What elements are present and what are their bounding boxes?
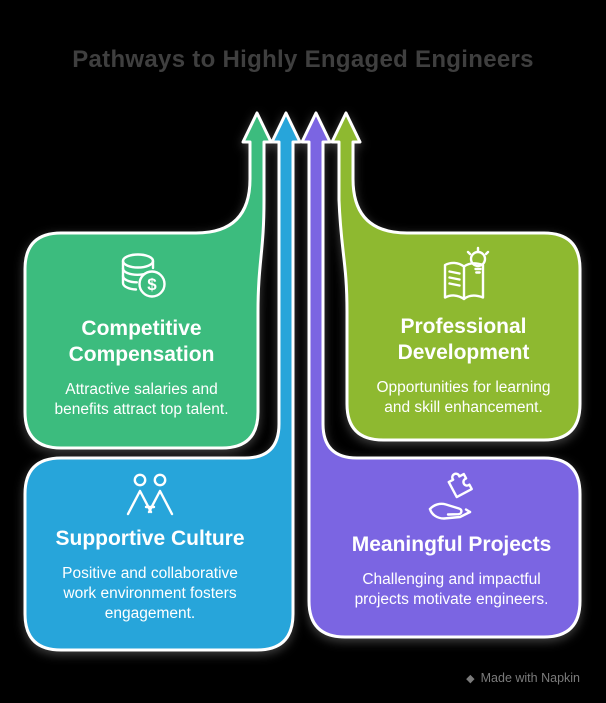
- card-title: Professional Development: [397, 315, 530, 365]
- supportive-culture-arrow-card-shape[interactable]: [23, 111, 302, 652]
- card-title: Meaningful Projects: [351, 533, 552, 556]
- card-supportive-culture: Supportive Culture Positive and collabor…: [25, 472, 275, 624]
- people-together-icon: [25, 472, 275, 518]
- card-title: Competitive Compensation: [68, 317, 215, 367]
- card-professional-development: Professional Development Opportunities f…: [347, 246, 580, 418]
- card-body: Opportunities for learning and skill enh…: [376, 379, 551, 416]
- watermark: ◆ Made with Napkin: [466, 671, 580, 685]
- meaningful-projects-arrow-card-shape[interactable]: [300, 111, 582, 639]
- svg-text:$: $: [147, 275, 157, 294]
- card-body: Positive and collaborative work environm…: [62, 565, 238, 622]
- napkin-logo-icon: ◆: [466, 672, 475, 685]
- card-competitive-compensation: $ Competitive Compensation Attractive sa…: [25, 250, 258, 420]
- card-body: Challenging and impactful projects motiv…: [354, 571, 549, 608]
- hand-puzzle-icon: [323, 468, 580, 524]
- card-meaningful-projects: Meaningful Projects Challenging and impa…: [323, 468, 580, 610]
- card-title: Supportive Culture: [55, 527, 245, 550]
- professional-development-arrow-card-shape[interactable]: [330, 111, 582, 442]
- watermark-label: Made with Napkin: [480, 671, 580, 685]
- book-lightbulb-icon: [347, 246, 580, 306]
- coins-dollar-icon: $: [25, 250, 258, 308]
- card-body: Attractive salaries and benefits attract…: [54, 381, 229, 418]
- page-title: Pathways to Highly Engaged Engineers: [72, 46, 534, 73]
